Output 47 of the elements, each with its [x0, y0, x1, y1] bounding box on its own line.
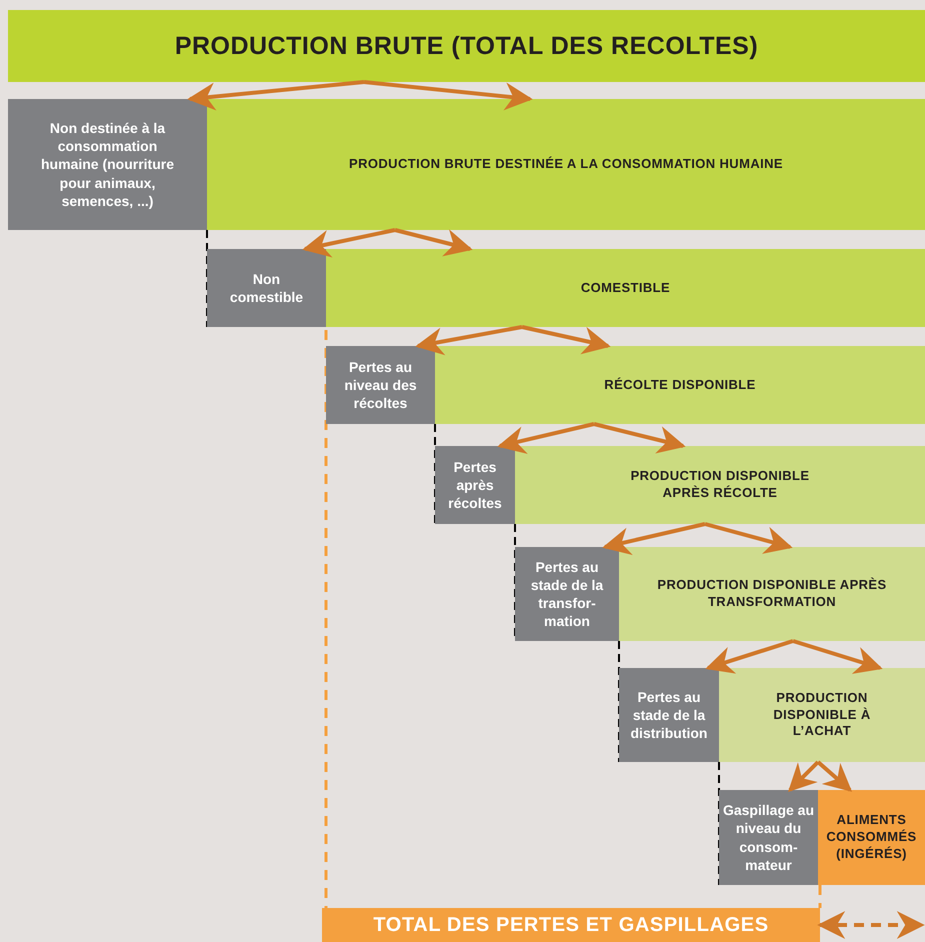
arrow	[788, 760, 820, 792]
loss-box	[515, 547, 619, 641]
arrow	[704, 522, 793, 554]
production-bar	[435, 346, 925, 424]
stage-label: COMESTIBLE	[580, 280, 670, 296]
stage-label: ALIMENTS CONSOMMÉS (INGÉRÉS)	[825, 812, 918, 863]
arrow	[792, 639, 883, 674]
loss-label: Pertes au stade de la distribution	[630, 688, 708, 742]
arrow	[364, 80, 533, 110]
loss-box	[326, 346, 435, 424]
stage-label: PRODUCTION DISPONIBLE APRÈS TRANSFORMATION	[657, 577, 887, 611]
loss-label: Gaspillage au niveau du consom-mateur	[722, 801, 814, 874]
loss-label: Pertes au niveau des récoltes	[343, 358, 418, 412]
stage-label: TOTAL DES PERTES ET GASPILLAGES	[373, 913, 769, 938]
arrow	[594, 422, 686, 454]
loss-box	[207, 249, 326, 327]
consumed-food-box	[818, 790, 925, 885]
production-bar	[207, 99, 925, 230]
production-bar	[619, 547, 925, 641]
arrow	[705, 639, 794, 674]
loss-label: Non comestible	[228, 270, 304, 306]
arrow	[187, 80, 364, 110]
arrow	[497, 422, 594, 454]
arrow	[415, 325, 522, 356]
loss-box	[8, 99, 207, 230]
production-bar	[515, 446, 925, 524]
stage-label: RÉCOLTE DISPONIBLE	[604, 376, 756, 394]
total-losses-bar	[322, 908, 820, 942]
stage-label: PRODUCTION BRUTE DESTINÉE A LA CONSOMMATION HUMAINE	[349, 156, 783, 173]
production-bar	[719, 668, 925, 762]
total-production-bar	[8, 10, 925, 82]
loss-label: Pertes après récoltes	[447, 458, 503, 512]
double-arrow	[817, 911, 925, 939]
arrow	[602, 522, 706, 555]
stage-label: PRODUCTION DISPONIBLE À L’ACHAT	[772, 690, 872, 740]
loss-label: Pertes au stade de la transfor-mation	[530, 558, 604, 630]
arrow	[816, 760, 852, 792]
arrow	[394, 228, 473, 256]
arrow	[302, 228, 396, 258]
loss-box	[719, 790, 818, 885]
loss-box	[619, 668, 719, 762]
production-bar	[326, 249, 925, 327]
loss-box	[435, 446, 515, 524]
stage-label: PRODUCTION BRUTE (TOTAL DES RECOLTES)	[174, 30, 758, 62]
loss-label: Non destinée à la consommation humaine (nourriture pour animaux, semences, ...)	[40, 119, 175, 210]
stage-label: PRODUCTION DISPONIBLE APRÈS RÉCOLTE	[630, 468, 810, 502]
arrow	[522, 325, 611, 354]
